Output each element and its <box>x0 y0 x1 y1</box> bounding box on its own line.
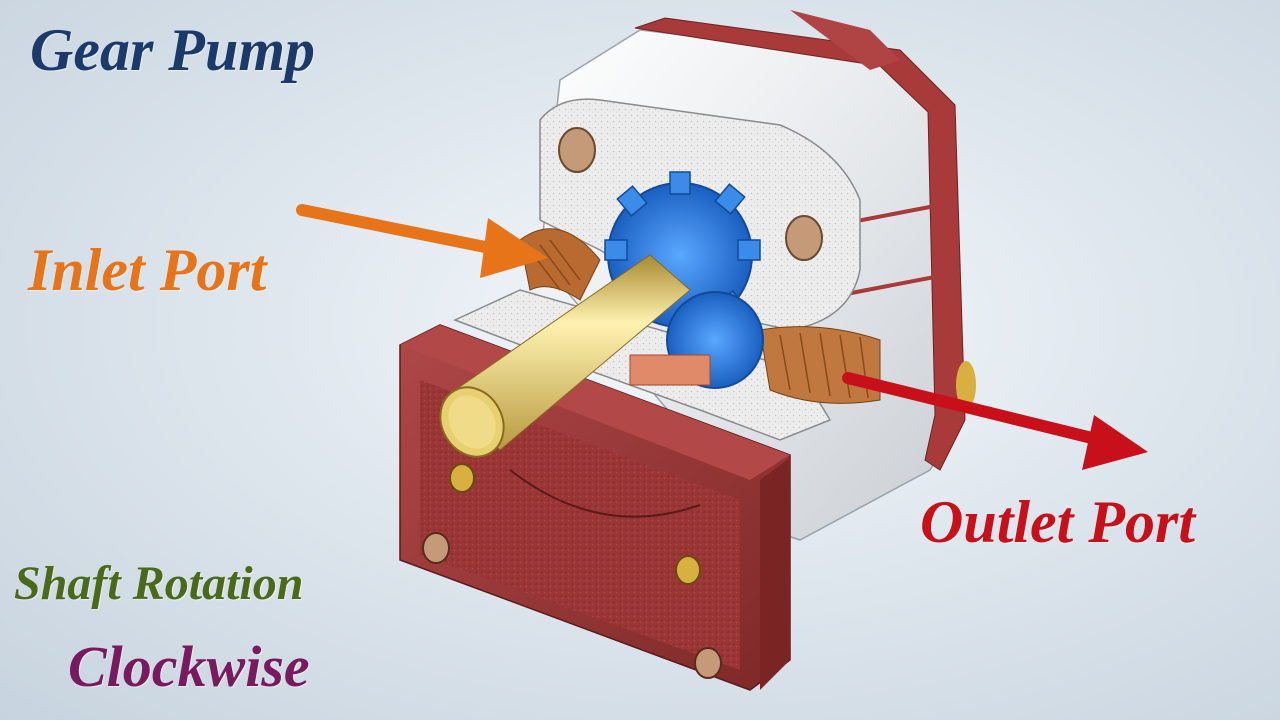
clockwise-label: Clockwise <box>68 634 310 699</box>
page-title: Gear Pump <box>30 17 315 83</box>
outlet-port-label: Outlet Port <box>920 489 1196 555</box>
outlet-arrow-icon <box>842 372 1148 470</box>
inlet-arrow-icon <box>296 204 548 278</box>
inlet-port-label: Inlet Port <box>28 237 267 303</box>
shaft-rotation-label: Shaft Rotation <box>14 557 304 610</box>
drive-shaft-icon <box>439 254 691 458</box>
